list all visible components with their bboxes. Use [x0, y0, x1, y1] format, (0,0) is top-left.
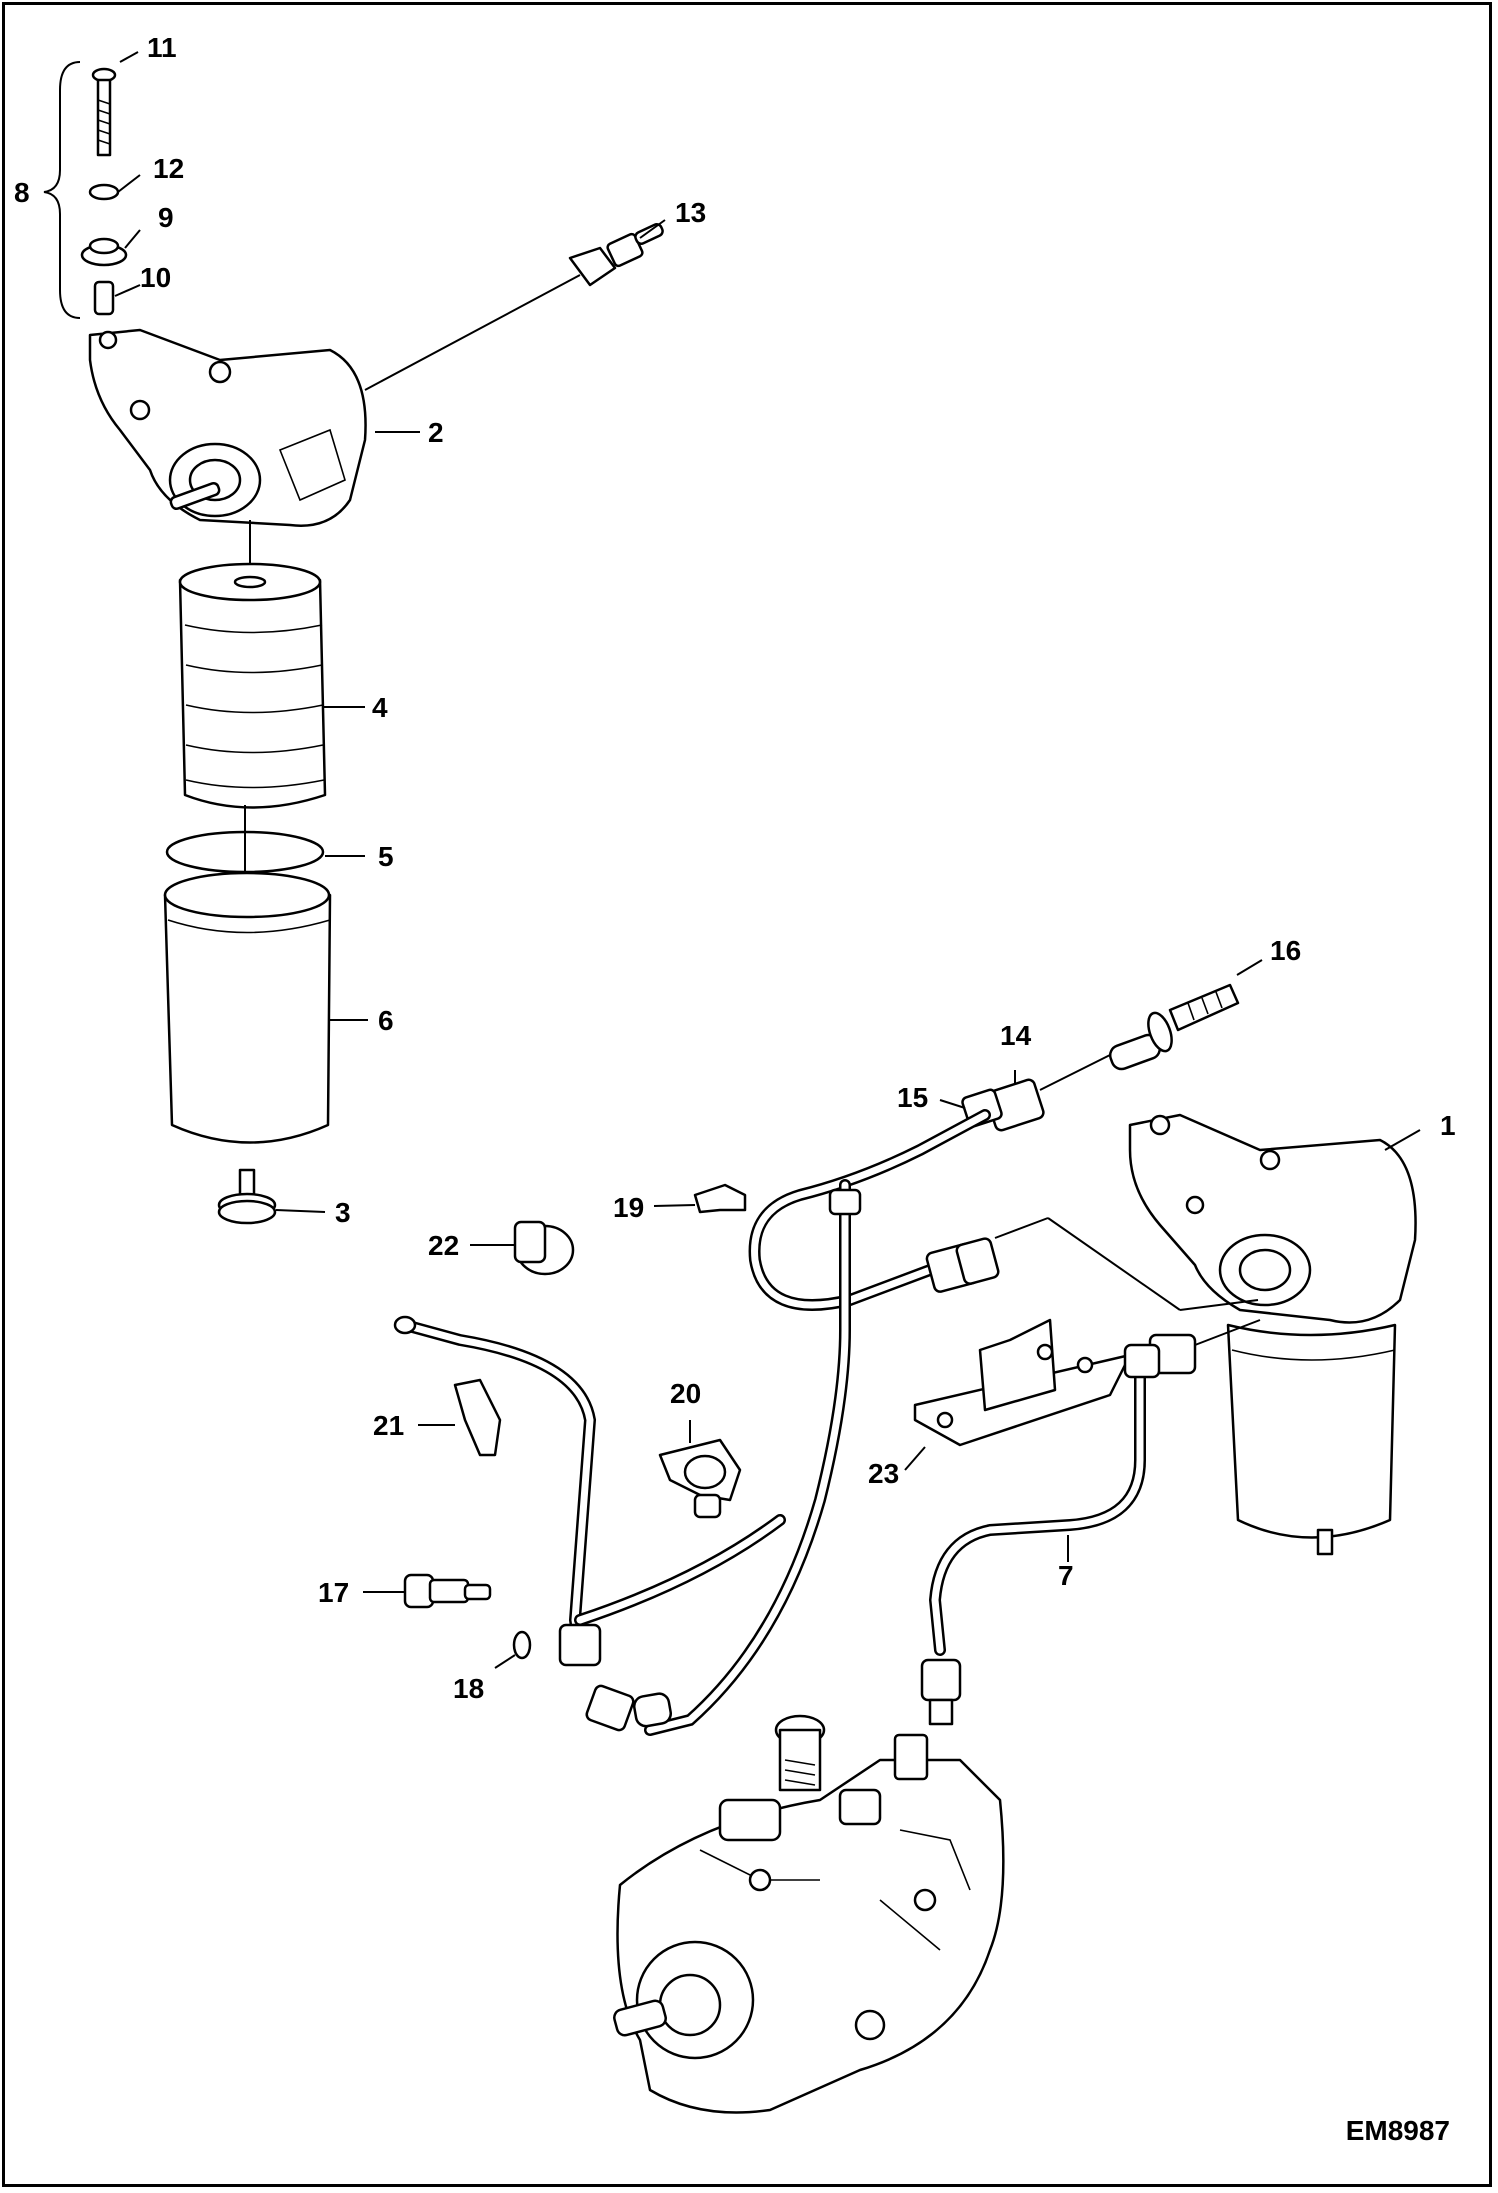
- group-brace: [43, 61, 81, 319]
- callout-5: 5: [378, 841, 394, 872]
- hose-assembly-part-15: [644, 1109, 1000, 1736]
- leader-13-link: [364, 274, 581, 391]
- filter-bowl-part-6: [163, 871, 332, 1144]
- callout-15: 15: [897, 1082, 928, 1113]
- callout-3: 3: [335, 1197, 351, 1228]
- callout-17: 17: [318, 1577, 349, 1608]
- callout-19: 19: [613, 1192, 644, 1223]
- callout-18: 18: [453, 1673, 484, 1704]
- callout-10: 10: [140, 262, 171, 293]
- callout-14: 14: [1000, 1020, 1032, 1051]
- filter-head-part-2: [88, 328, 367, 527]
- callout-13: 13: [675, 197, 706, 228]
- filter-assembly-part-1: [1128, 1113, 1417, 1556]
- bolt-part-11: [91, 67, 117, 157]
- callout-7: 7: [1058, 1560, 1074, 1591]
- bracket-part-23: [913, 1318, 1132, 1447]
- sleeve-part-10: [93, 280, 115, 316]
- clip-part-19: [693, 1183, 747, 1214]
- grommet-part-9: [80, 237, 128, 267]
- fuel-line-part-7: [920, 1319, 1261, 1726]
- callout-2: 2: [428, 417, 444, 448]
- injection-pump: [613, 1714, 1005, 2114]
- callout-11: 11: [147, 32, 177, 63]
- banjo-bolt-part-17: [403, 1573, 492, 1609]
- callout-9: 9: [158, 202, 174, 233]
- callout-8: 8: [14, 177, 30, 208]
- callout-21: 21: [373, 1410, 404, 1441]
- callout-12: 12: [153, 153, 184, 184]
- washer-part-18: [512, 1630, 532, 1660]
- figure-code: EM8987: [1345, 2115, 1450, 2146]
- fuel-line-assembly: [393, 1315, 786, 1732]
- callout-20: 20: [670, 1378, 701, 1409]
- clip-part-21: [453, 1378, 502, 1457]
- drain-plug-part-3: [217, 1168, 277, 1225]
- filter-element-part-4: [178, 562, 327, 809]
- callout-4: 4: [372, 692, 388, 723]
- connector-part-13: [568, 223, 664, 287]
- connector-part-14: [961, 1078, 1045, 1132]
- fitting-part-16: [1108, 983, 1240, 1071]
- callout-22: 22: [428, 1230, 459, 1261]
- washer-part-12: [88, 183, 120, 201]
- callout-23: 23: [868, 1458, 899, 1489]
- callout-16: 16: [1270, 935, 1301, 966]
- plug-part-22: [513, 1220, 575, 1276]
- clamp-part-20: [658, 1438, 742, 1519]
- callout-6: 6: [378, 1005, 394, 1036]
- callout-1: 1: [1440, 1110, 1456, 1141]
